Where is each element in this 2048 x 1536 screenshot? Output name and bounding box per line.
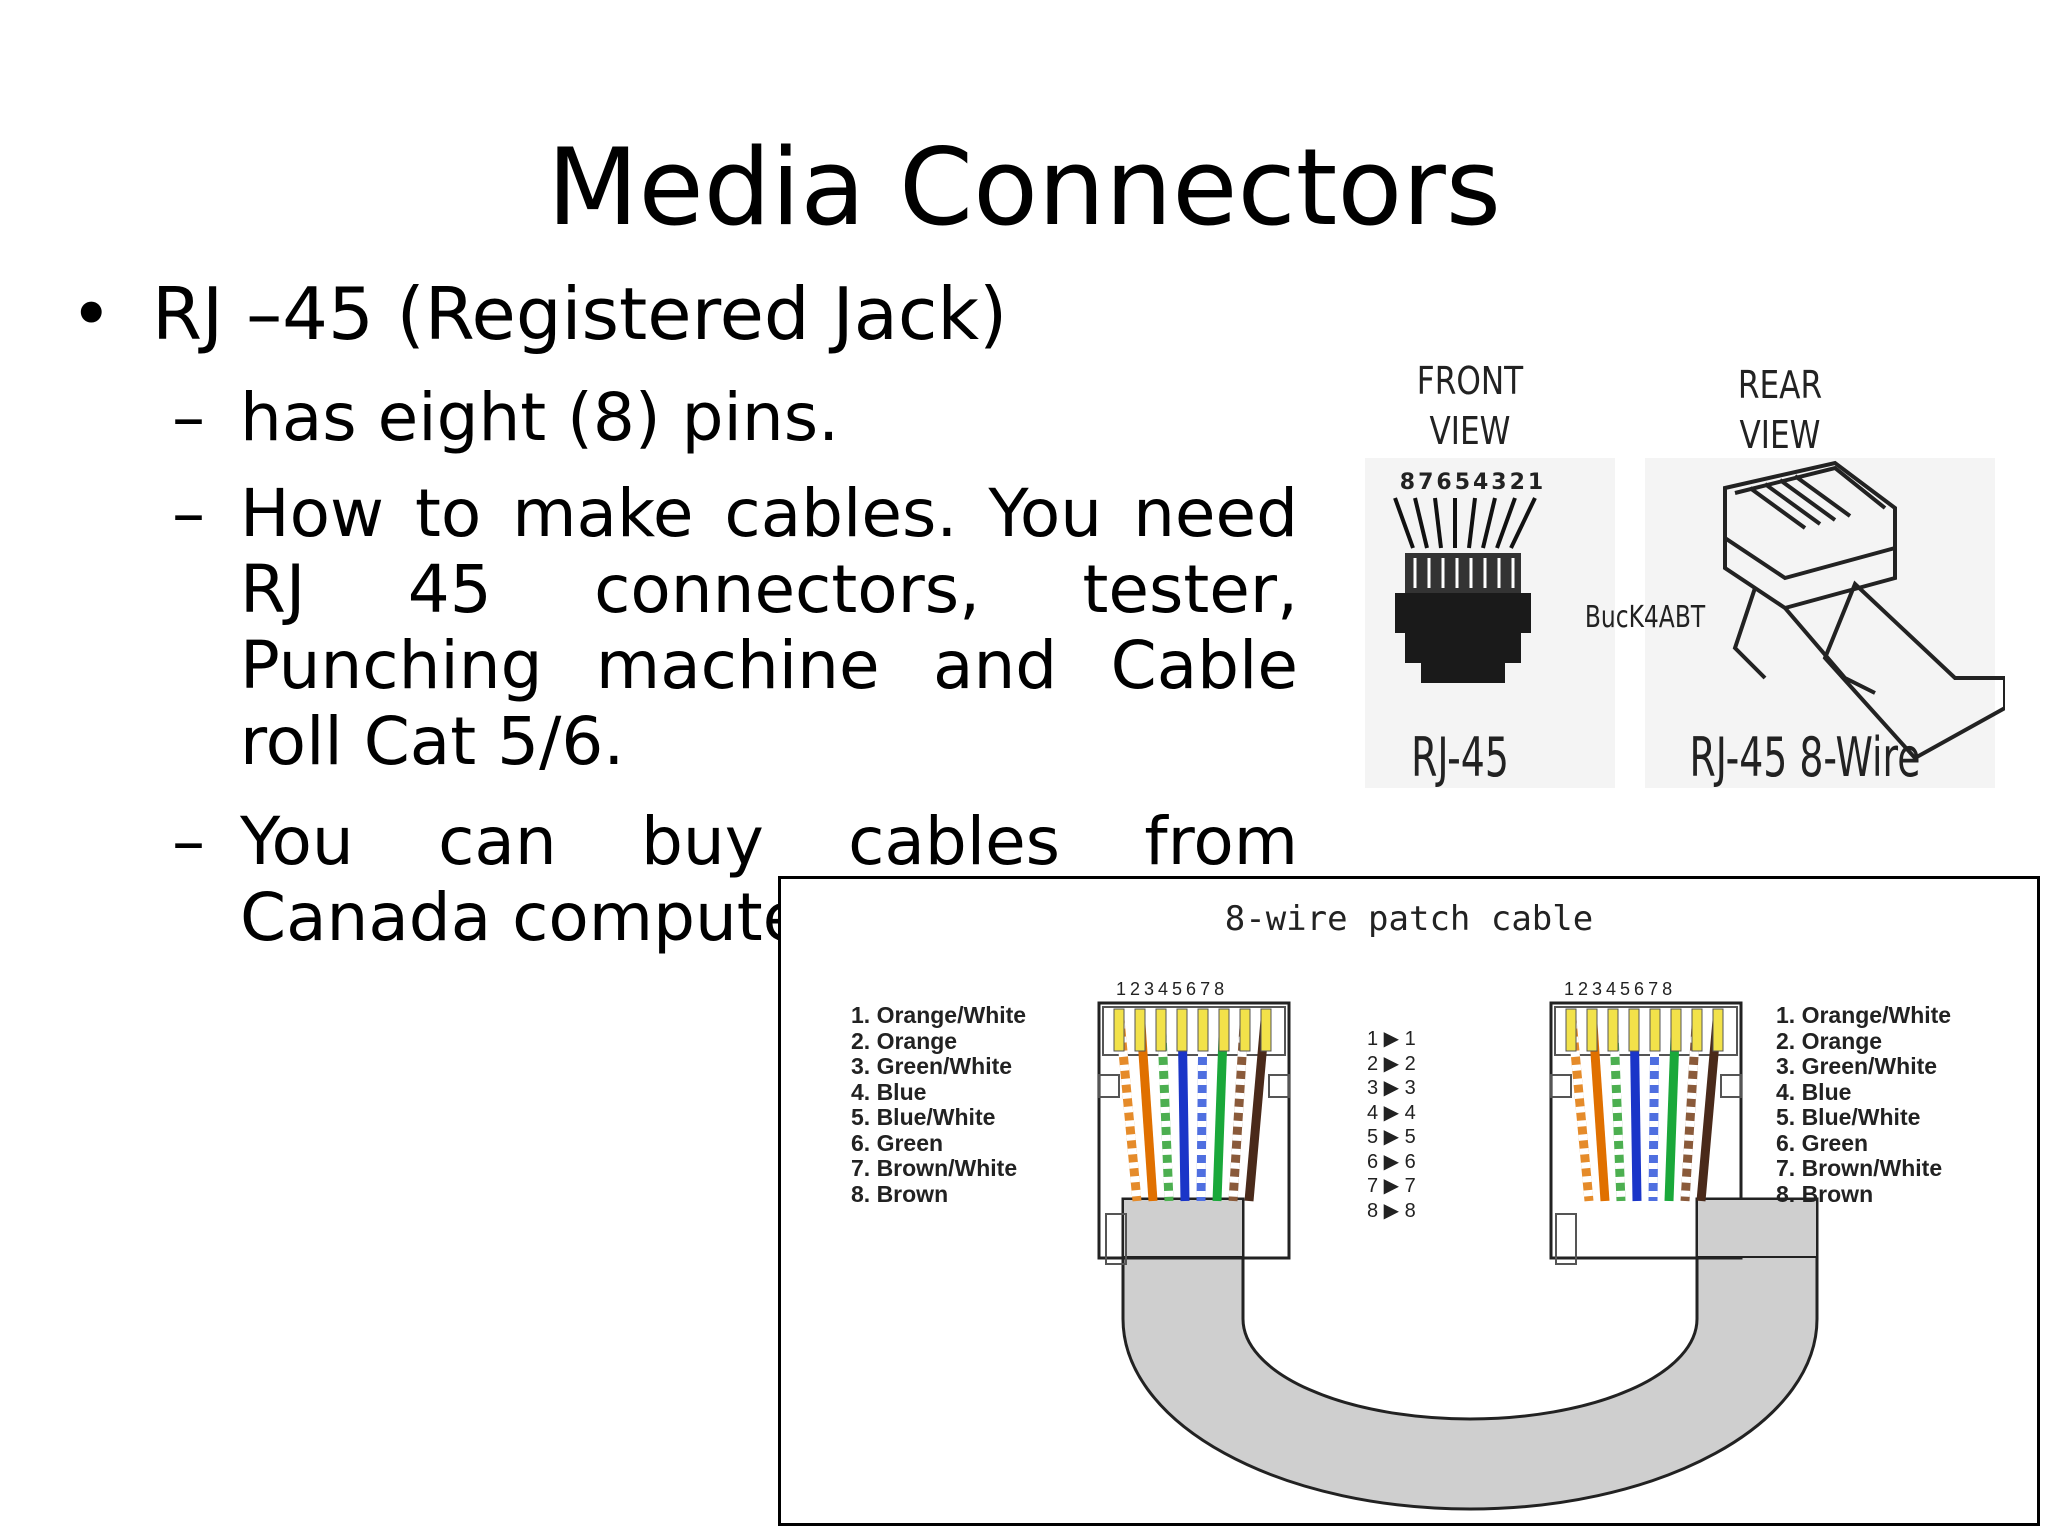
- wire-item: 4. Blue: [1776, 1078, 1852, 1105]
- right-wire-list: 1. Orange/White 2. Orange 3. Green/White…: [1776, 1002, 1952, 1207]
- patch-cable-figure: 8-wire patch cable 12345678 12345678 1. …: [778, 876, 2040, 1526]
- slide-title: Media Connectors: [547, 126, 1501, 249]
- dash-marker: –: [172, 803, 205, 880]
- pin-contact-7: [1691, 1008, 1703, 1052]
- rear-view-label: REAR VIEW: [1737, 363, 1823, 457]
- rj45-label: RJ-45: [1411, 726, 1509, 789]
- pin-map-item: 4 ▶ 4: [1367, 1101, 1416, 1124]
- rj45-rear-connector: [1723, 460, 2007, 761]
- patch-cable-drawing: [1097, 1001, 1819, 1511]
- pin-contact-8: [1712, 1008, 1724, 1052]
- pin-contact-3: [1155, 1008, 1167, 1052]
- wire-item: 4. Blue: [851, 1078, 927, 1105]
- wire-item: 1. Orange/White: [851, 1002, 1027, 1028]
- pin-contact-2: [1586, 1008, 1598, 1052]
- pin-map-item: 2 ▶ 2: [1367, 1052, 1416, 1075]
- left-pin-header: 12345678: [1116, 979, 1229, 999]
- bullet-marker: •: [70, 272, 113, 356]
- pin-contact-8: [1260, 1008, 1272, 1052]
- pin-contact-4: [1628, 1008, 1640, 1052]
- front-view-label: FRONT VIEW: [1416, 359, 1524, 453]
- pin-map-item: 7 ▶ 7: [1367, 1175, 1416, 1197]
- pin-map-item: 6 ▶ 6: [1367, 1150, 1416, 1173]
- wire-item: 8. Brown: [851, 1180, 949, 1207]
- pin-leader-lines: [1393, 497, 1537, 549]
- rear-panel-bg: [1645, 458, 1995, 788]
- left-plug: [1097, 1001, 1291, 1265]
- pin-contact-1: [1565, 1008, 1577, 1052]
- pin-contact-4: [1176, 1008, 1188, 1052]
- pin-contact-3: [1607, 1008, 1619, 1052]
- pin-contact-2: [1134, 1008, 1146, 1052]
- subpoint-text: How to make cables. You need RJ 45 conne…: [240, 475, 1298, 780]
- wire-item: 8. Brown: [1776, 1180, 1874, 1207]
- right-plug-wires: [1565, 1008, 1724, 1202]
- cable-jacket: [1121, 1197, 1819, 1511]
- wire-item: 3. Green/White: [1776, 1053, 1938, 1079]
- pin-map-item: 3 ▶ 3: [1367, 1077, 1416, 1099]
- wire-item: 2. Orange: [851, 1027, 958, 1054]
- rj45-connector-figure: FRONT VIEW REAR VIEW 87654321 BucK4ABT R…: [1355, 348, 2007, 828]
- rj45-front-connector: [1395, 553, 1531, 683]
- dash-marker: –: [172, 379, 205, 456]
- wire-item: 6. Green: [1776, 1129, 1869, 1156]
- wire-item: 1. Orange/White: [1776, 1002, 1952, 1028]
- wire-item: 5. Blue/White: [851, 1104, 996, 1130]
- pin-contact-7: [1239, 1008, 1251, 1052]
- right-plug: [1549, 1001, 1818, 1265]
- pin-contact-6: [1218, 1008, 1230, 1052]
- pin-numbers-label: 87654321: [1399, 470, 1547, 495]
- wire-item: 6. Green: [851, 1129, 944, 1156]
- rj45-8wire-label: RJ-45 8-Wire: [1689, 726, 1921, 789]
- wire-item: 3. Green/White: [851, 1053, 1013, 1079]
- left-plug-wires: [1113, 1008, 1272, 1202]
- subpoint-pins: – has eight (8) pins.: [172, 380, 1298, 456]
- left-wire-list: 1. Orange/White 2. Orange 3. Green/White…: [851, 1002, 1027, 1207]
- rj45-drawing: [1365, 458, 2007, 788]
- wire-item: 7. Brown/White: [1776, 1155, 1943, 1181]
- bullet-text: RJ –45 (Registered Jack): [152, 272, 1008, 356]
- subpoint-make-cables: – How to make cables. You need RJ 45 con…: [172, 476, 1298, 780]
- dash-marker: –: [172, 475, 205, 552]
- patch-cable-title: 8-wire patch cable: [1224, 899, 1594, 939]
- pin-mapping-list: 1 ▶ 1 2 ▶ 2 3 ▶ 3 4 ▶ 4 5 ▶ 5 6 ▶ 6 7 ▶ …: [1367, 1027, 1416, 1223]
- pin-contact-6: [1670, 1008, 1682, 1052]
- wire-item: 5. Blue/White: [1776, 1104, 1921, 1130]
- wire-item: 2. Orange: [1776, 1027, 1883, 1054]
- pin-map-item: 8 ▶ 8: [1367, 1199, 1416, 1222]
- subpoint-text: has eight (8) pins.: [240, 379, 840, 456]
- wire-item: 7. Brown/White: [851, 1155, 1018, 1181]
- pin-map-item: 5 ▶ 5: [1367, 1126, 1416, 1148]
- watermark-label: BucK4ABT: [1584, 600, 1706, 635]
- pin-map-item: 1 ▶ 1: [1367, 1028, 1416, 1050]
- right-pin-header: 12345678: [1564, 979, 1677, 999]
- pin-contact-5: [1649, 1008, 1661, 1052]
- pin-contact-1: [1113, 1008, 1125, 1052]
- pin-contact-5: [1197, 1008, 1209, 1052]
